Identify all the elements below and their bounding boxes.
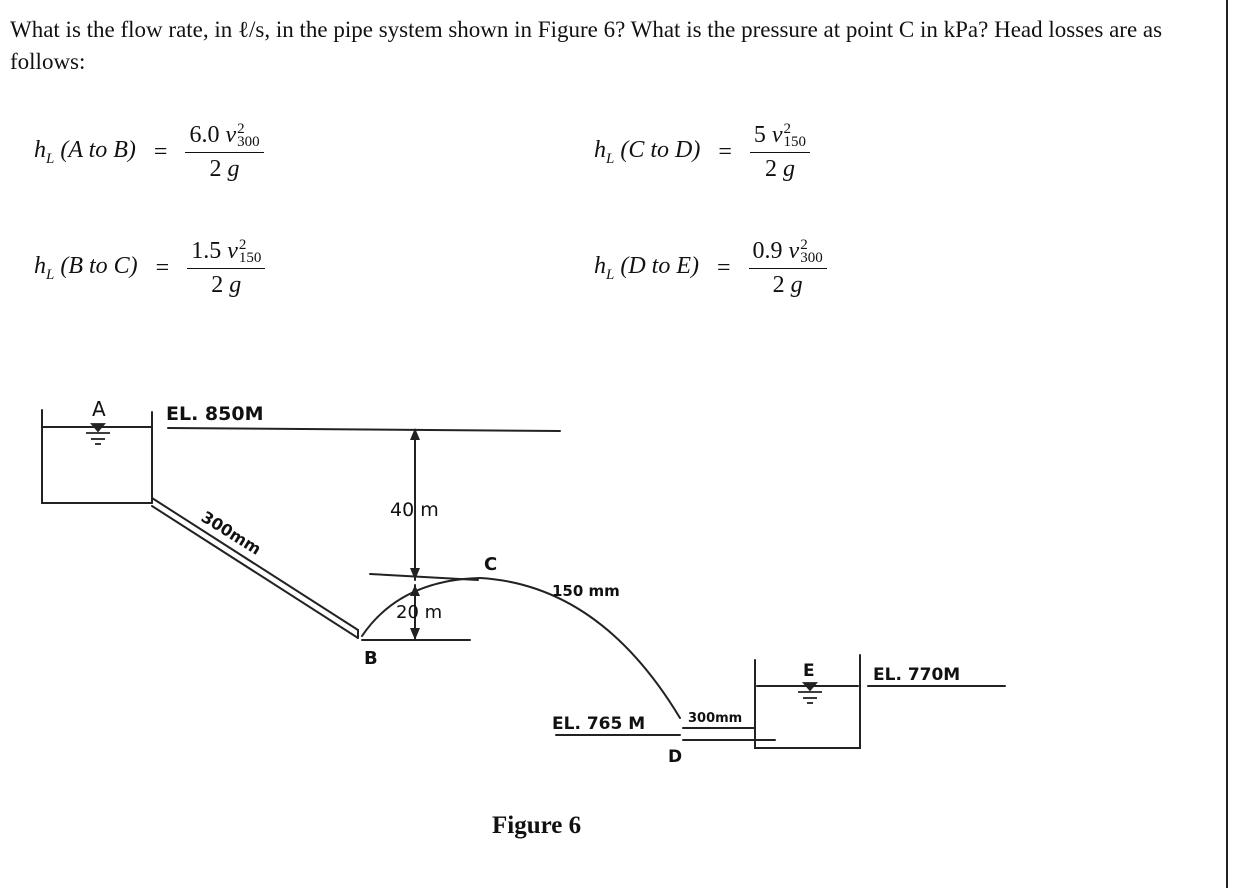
dimension-arrowheads [410, 428, 420, 640]
water-surface-symbol-a [86, 423, 110, 445]
equals-sign: = [717, 255, 731, 282]
fraction-denominator: 2 g [772, 272, 803, 299]
equals-sign: = [718, 139, 732, 166]
label-d: D [668, 747, 682, 767]
label-40m: 40 m [390, 499, 439, 521]
fraction-denominator: 2 g [211, 272, 242, 299]
c-level-reference-line [369, 573, 479, 581]
label-el-850: EL. 850M [166, 403, 264, 425]
label-el-765: EL. 765 M [552, 714, 645, 734]
label-300mm-d-to-e: 300mm [688, 711, 742, 726]
label-el-770: EL. 770M [873, 665, 960, 685]
equation-lhs: hL (A to B) [34, 137, 136, 168]
figure-caption: Figure 6 [492, 812, 582, 839]
pipe-a-to-b-upper [151, 497, 359, 631]
label-a: A [92, 397, 106, 421]
pipe-a-to-b-lower [151, 505, 359, 639]
label-b: B [364, 648, 378, 669]
equals-sign: = [153, 139, 168, 166]
label-20m: 20 m [396, 602, 442, 623]
pipe-c-to-d [479, 577, 681, 719]
page-edge-divider [1226, 0, 1228, 888]
label-c: C [484, 554, 497, 575]
fraction-denominator: 2 g [209, 156, 240, 183]
equals-sign: = [155, 255, 170, 282]
question-text: What is the flow rate, in ℓ/s, in the pi… [10, 17, 1163, 74]
equation-lhs: hL (C to D) [594, 137, 701, 168]
equation-lhs: hL (B to C) [34, 253, 138, 284]
label-e: E [803, 661, 815, 681]
reservoir-a-outline [41, 409, 153, 504]
el-850-reference-line [167, 427, 561, 432]
label-150mm: 150 mm [552, 582, 620, 600]
water-surface-symbol-e [798, 682, 822, 704]
fraction-denominator: 2 g [764, 156, 795, 183]
reservoir-e-outline [754, 654, 861, 749]
equation-lhs: hL (D to E) [594, 253, 699, 284]
